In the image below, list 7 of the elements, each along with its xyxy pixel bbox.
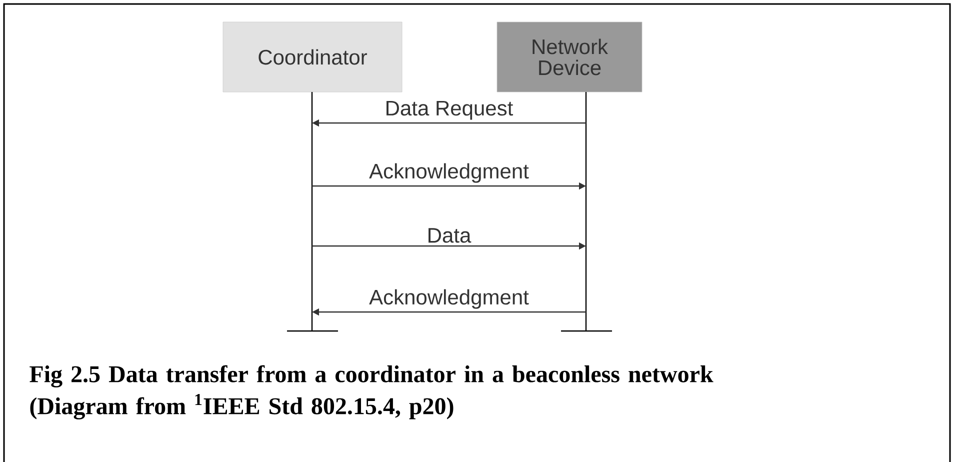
message-label: Acknowledgment (369, 163, 529, 183)
message-label: Data (428, 228, 472, 243)
message-label: Data Request (386, 101, 513, 120)
participant-box: Coordinator (222, 22, 402, 92)
caption: Fig 2.5 Data transfer from a coordinator in a beaconless network (Diagram from $^{1}$IEEE Std 802.15.4, p20) (30, 365, 714, 420)
participant-box: Network Device (496, 22, 642, 92)
message-label: Acknowledgment (369, 289, 529, 309)
